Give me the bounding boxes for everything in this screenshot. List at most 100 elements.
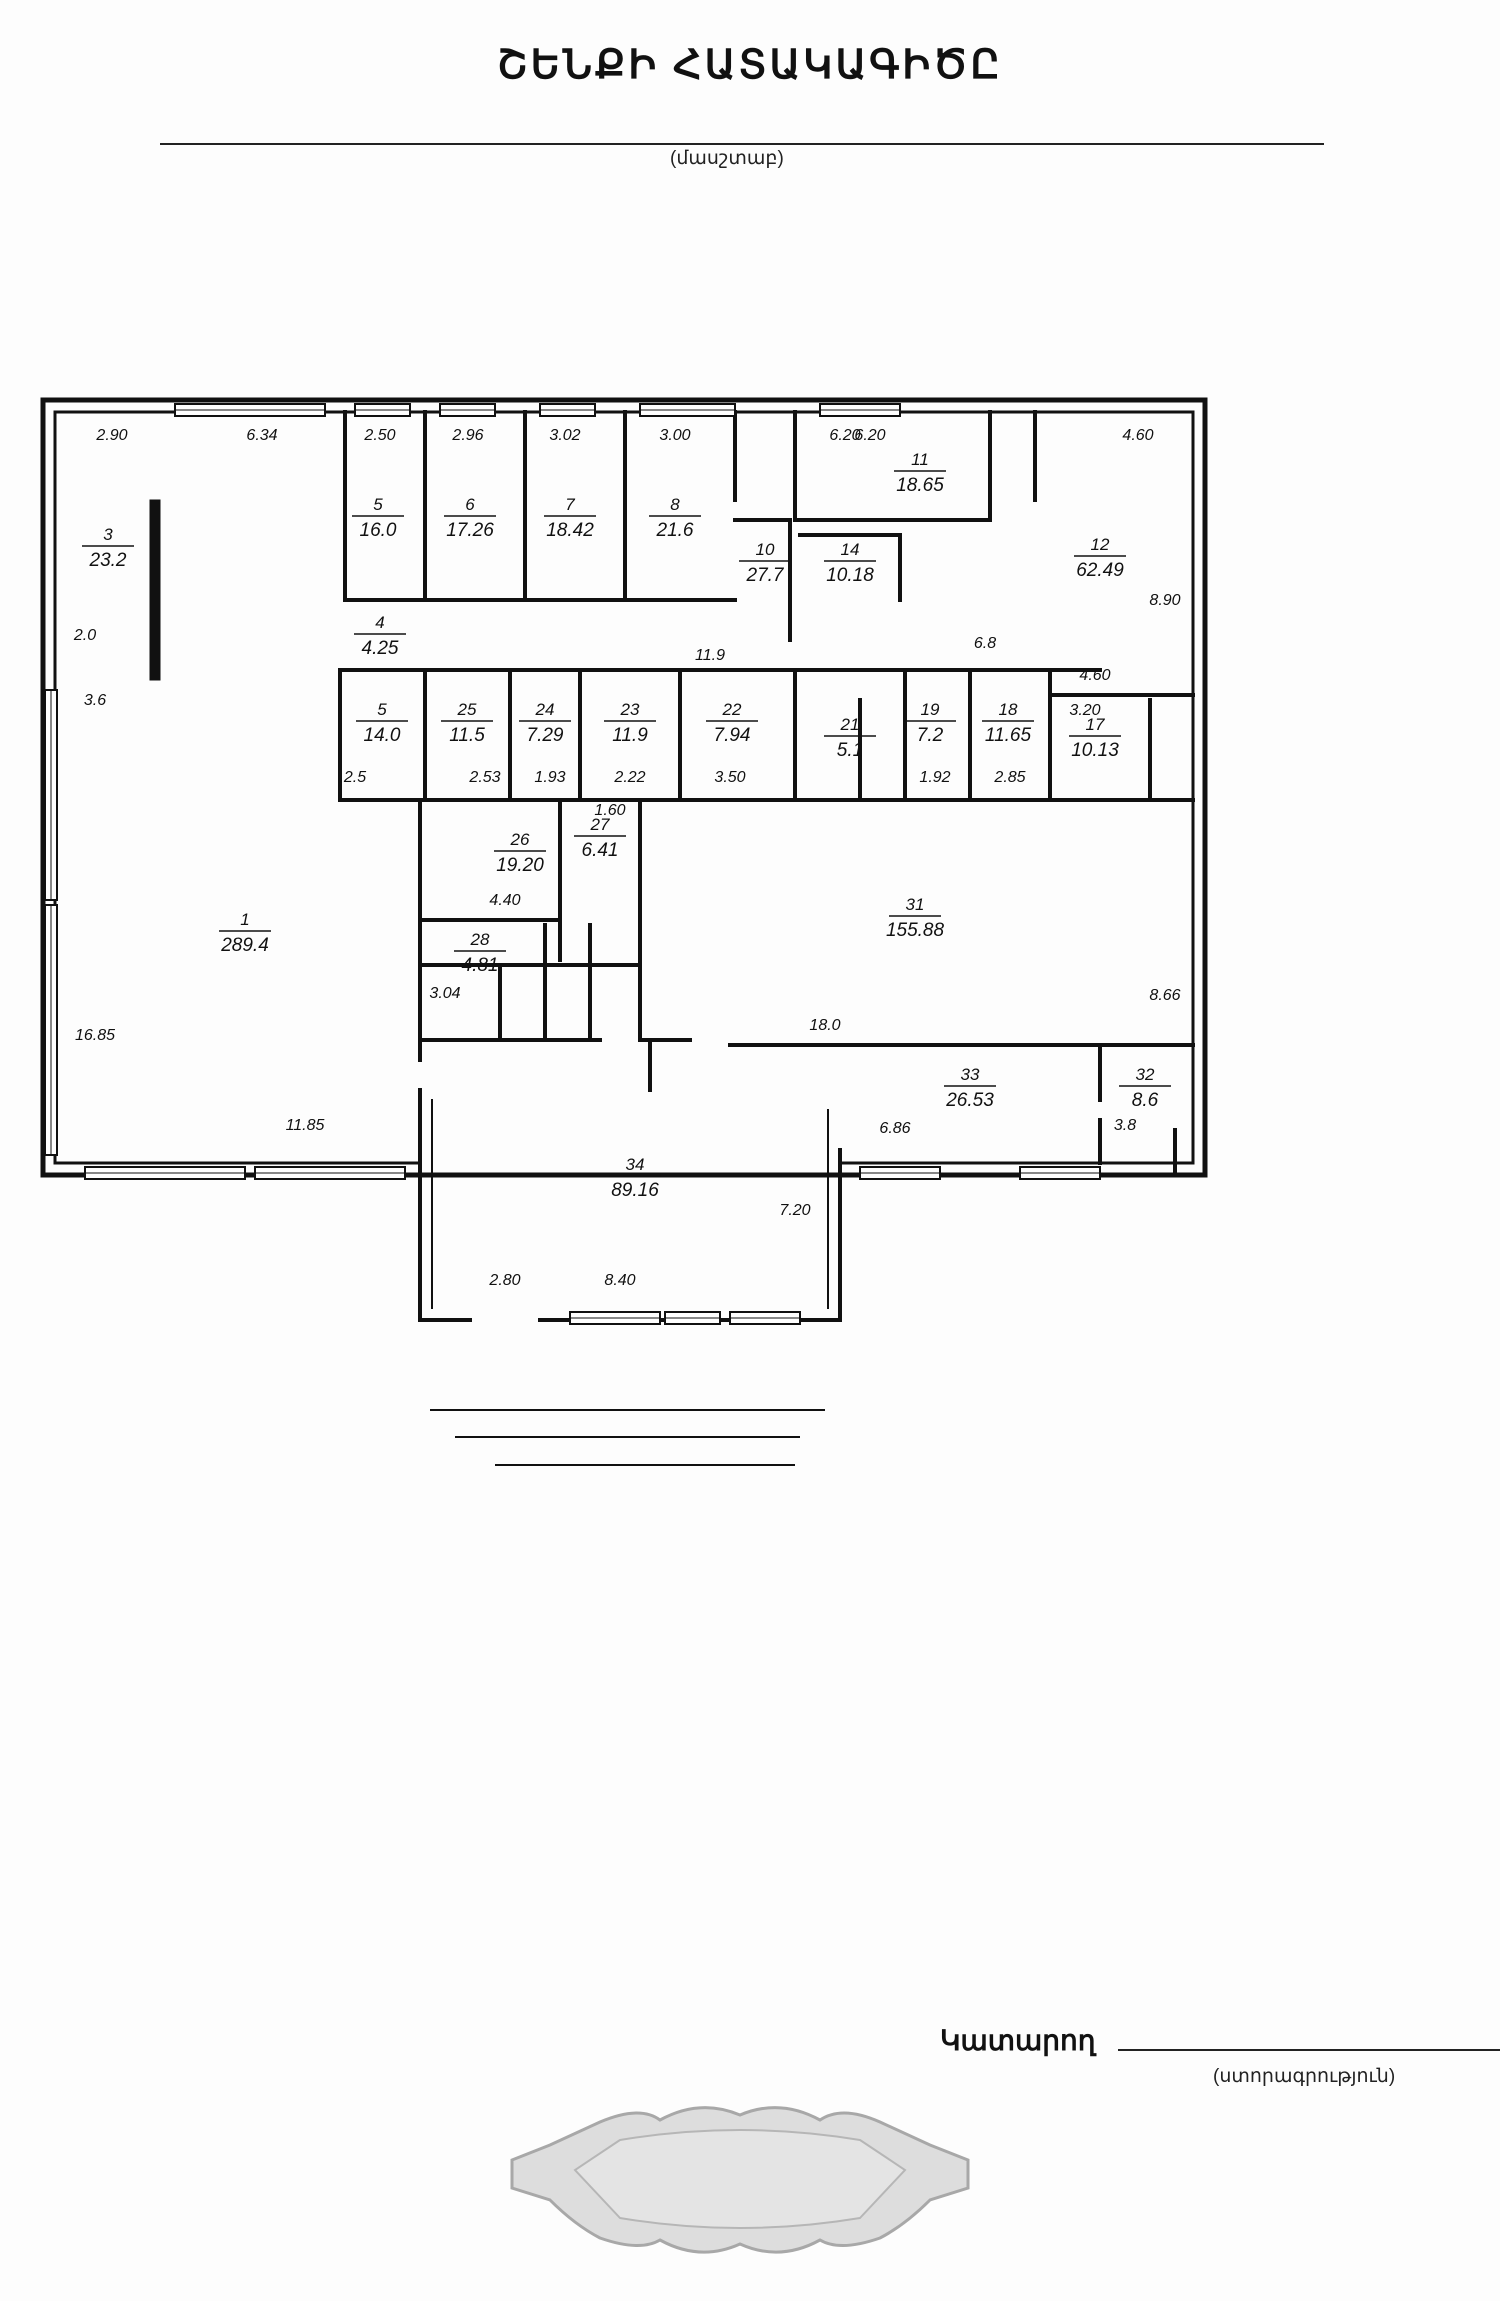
- room-label-18: 18 11.65: [982, 700, 1034, 746]
- room-area: 10.13: [1071, 740, 1119, 761]
- room-number: 14: [841, 540, 860, 559]
- room-number: 8: [670, 495, 680, 514]
- room-label-5: 514.0: [356, 700, 408, 746]
- room-area: 11.9: [612, 725, 648, 746]
- room-area: 7.2: [917, 725, 944, 746]
- room-number: 25: [457, 700, 477, 719]
- room-area: 62.49: [1076, 560, 1124, 581]
- room-label-7: 718.42: [544, 495, 596, 541]
- dimension-label: 2.90: [95, 427, 127, 444]
- room-number: 19: [921, 700, 940, 719]
- room-area: 27.7: [746, 565, 785, 586]
- room-label-17: 17 10.13: [1069, 715, 1121, 761]
- dimension-label: 2.85: [993, 769, 1025, 786]
- room-number: 5: [377, 700, 387, 719]
- page-title: ՇԵՆՔԻ ՀԱՏԱԿԱԳԻԾԸ: [497, 43, 1003, 87]
- signature-caption: (ստորագրություն): [1213, 2066, 1396, 2087]
- room-label-27: 276.41: [574, 815, 626, 861]
- dimension-label: 8.90: [1149, 592, 1180, 609]
- dimension-label: 3.20: [1069, 702, 1100, 719]
- room-area: 18.65: [896, 475, 944, 496]
- room-label-4: 44.25: [354, 613, 406, 659]
- room-area: 4.81: [462, 955, 499, 976]
- room-number: 28: [470, 930, 490, 949]
- room-number: 31: [906, 895, 925, 914]
- room-number: 27: [590, 815, 610, 834]
- dimension-label: 8.66: [1149, 987, 1180, 1004]
- room-number: 26: [510, 830, 530, 849]
- room-number: 23: [620, 700, 640, 719]
- room-area: 23.2: [89, 550, 127, 571]
- room-number: 17: [1086, 715, 1105, 734]
- dimension-label: 3.50: [714, 769, 745, 786]
- wall: [40, 397, 1208, 1178]
- dimension-label: 3.04: [429, 985, 460, 1002]
- room-number: 6: [465, 495, 475, 514]
- room-area: 11.65: [985, 725, 1032, 746]
- dimension-label: 16.85: [75, 1027, 115, 1044]
- dimension-label: 18.0: [809, 1017, 840, 1034]
- room-area: 7.94: [714, 725, 751, 746]
- room-area: 14.0: [364, 725, 401, 746]
- room-number: 4: [375, 613, 384, 632]
- room-area: 8.6: [1132, 1090, 1159, 1111]
- room-label-10: 10 27.7: [739, 540, 791, 586]
- room-number: 7: [565, 495, 575, 514]
- room-label-5: 516.0: [352, 495, 404, 541]
- room-area: 289.4: [220, 935, 269, 956]
- room-number: 3: [103, 525, 113, 544]
- room-number: 33: [961, 1065, 980, 1084]
- dimension-label: 6.8: [974, 635, 996, 652]
- dimension-label: 11.85: [286, 1117, 325, 1134]
- room-label-33: 33 26.53: [944, 1065, 996, 1111]
- dimension-label: 3.6: [84, 692, 106, 709]
- room-label-12: 12 62.49: [1074, 535, 1126, 581]
- room-label-6: 617.26: [444, 495, 496, 541]
- dimension-label: 6.34: [246, 427, 277, 444]
- room-number: 18: [999, 700, 1018, 719]
- executor-label: Կատարող: [940, 2025, 1096, 2056]
- dimension-label: 4.60: [1122, 427, 1153, 444]
- room-label-28: 284.81: [454, 930, 506, 976]
- room-area: 11.5: [449, 725, 485, 746]
- wall: [418, 1088, 472, 1322]
- room-label-3: 323.2: [82, 525, 134, 571]
- dimension-label: 3.00: [659, 427, 690, 444]
- room-label-23: 23 11.9: [604, 700, 656, 746]
- room-area: 16.0: [360, 520, 397, 541]
- room-area: 21.6: [656, 520, 694, 541]
- room-label-24: 247.29: [519, 700, 571, 746]
- room-area: 6.41: [582, 840, 619, 861]
- dimension-label: 2.5: [343, 769, 366, 786]
- room-label-11: 11 18.65: [894, 450, 946, 496]
- room-area: 7.29: [527, 725, 564, 746]
- room-number: 21: [840, 715, 860, 734]
- dimension-label: 2.80: [488, 1272, 520, 1289]
- room-area: 26.53: [945, 1090, 994, 1111]
- room-number: 10: [756, 540, 775, 559]
- room-label-32: 328.6: [1119, 1065, 1171, 1111]
- signature-rule: [1118, 2049, 1500, 2051]
- dimension-label: 8.40: [604, 1272, 635, 1289]
- room-area: 17.26: [446, 520, 494, 541]
- room-area: 5.1: [837, 740, 863, 761]
- dimension-label: 6.20: [854, 427, 885, 444]
- dimension-label: 6.20: [829, 427, 860, 444]
- room-number: 12: [1091, 535, 1110, 554]
- room-number: 34: [626, 1155, 645, 1174]
- room-label-21: 215.1: [824, 715, 876, 761]
- dimension-label: 4.40: [489, 892, 520, 909]
- room-number: 24: [535, 700, 555, 719]
- dimension-label: 1.93: [534, 769, 565, 786]
- dimension-label: 1.92: [919, 769, 950, 786]
- dimension-label: 2.50: [363, 427, 395, 444]
- room-label-22: 227.94: [706, 700, 758, 746]
- dimension-label: 2.96: [451, 427, 483, 444]
- room-number: 11: [911, 450, 929, 469]
